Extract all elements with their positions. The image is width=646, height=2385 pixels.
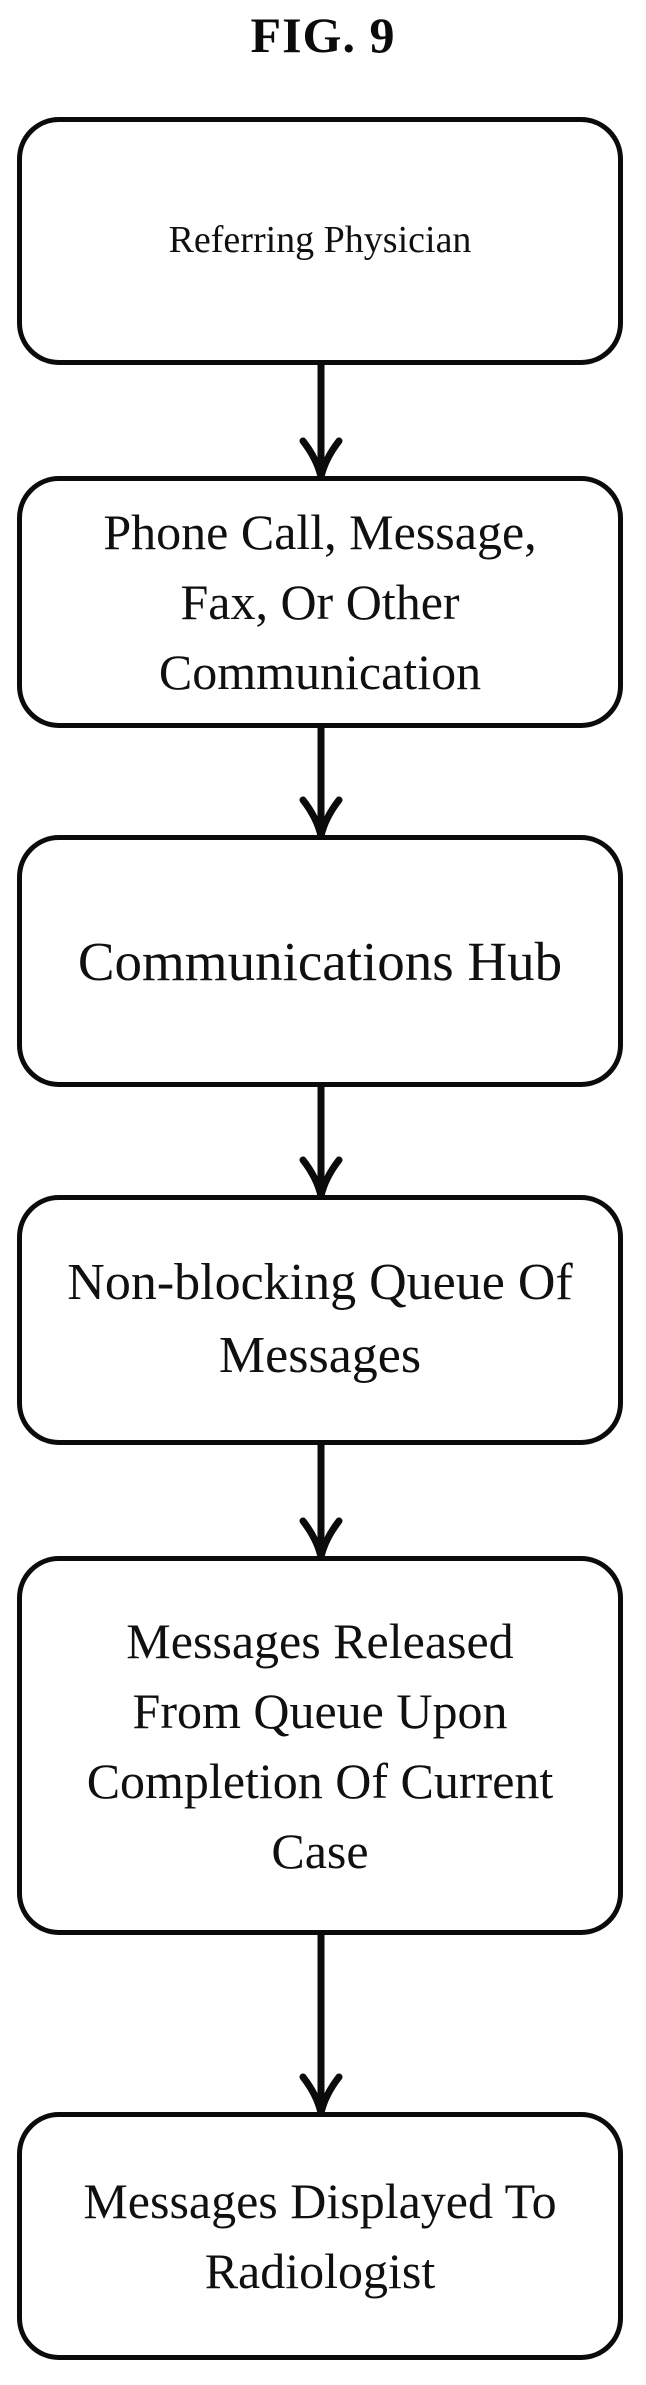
arrow-down-icon — [299, 1085, 343, 1200]
arrow-down-icon — [299, 726, 343, 840]
box-label-communication-types: Phone Call, Message, Fax, Or Other Commu… — [103, 504, 537, 700]
flow-box-referring-physician: Referring Physician — [17, 117, 623, 365]
flow-box-communication-types: Phone Call, Message, Fax, Or Other Commu… — [17, 476, 623, 728]
box-label-communications-hub: Communications Hub — [77, 930, 563, 992]
arrow-down-icon — [299, 363, 343, 481]
flow-box-messages-released: Messages Released From Queue Upon Comple… — [17, 1556, 623, 1935]
box-label-non-blocking-queue: Non-blocking Queue Of Messages — [67, 1254, 573, 1384]
flow-box-communications-hub: Communications Hub — [17, 835, 623, 1087]
box-label-referring-physician: Referring Physician — [168, 219, 472, 262]
flow-box-messages-displayed: Messages Displayed To Radiologist — [17, 2112, 623, 2360]
arrow-down-icon — [299, 1933, 343, 2117]
box-label-messages-displayed: Messages Displayed To Radiologist — [83, 2173, 557, 2299]
box-label-messages-released: Messages Released From Queue Upon Comple… — [86, 1612, 554, 1879]
arrow-down-icon — [299, 1443, 343, 1561]
figure-title: FIG. 9 — [250, 7, 396, 63]
flow-box-non-blocking-queue: Non-blocking Queue Of Messages — [17, 1195, 623, 1445]
